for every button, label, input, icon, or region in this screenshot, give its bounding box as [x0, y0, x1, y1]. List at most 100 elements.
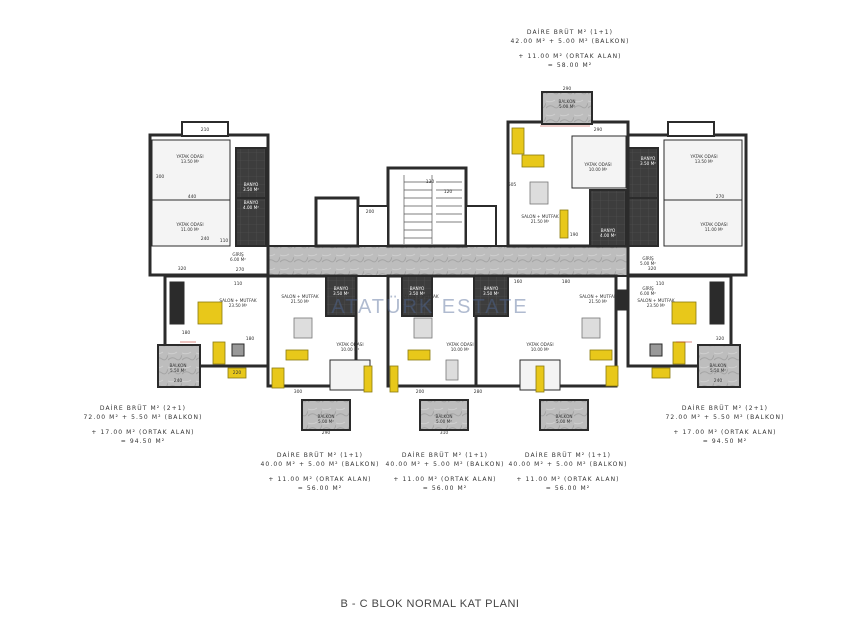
balcony: [539, 399, 589, 431]
dimension: 240: [174, 378, 183, 384]
dimension: 240: [201, 236, 210, 242]
unit-area: 40.00 M² + 5.00 M² (BALKON): [385, 461, 505, 468]
room-area: 5.50 M²: [170, 368, 186, 373]
room-label: BALKON: [435, 414, 452, 419]
room-label: YATAK ODASI: [583, 162, 611, 167]
room-area: 23.50 M²: [229, 303, 248, 308]
room-label: GİRİŞ: [642, 256, 654, 261]
dimension: 270: [236, 267, 245, 273]
plan-title: B - C BLOK NORMAL KAT PLANI: [340, 598, 520, 610]
room-area: 6.00 M²: [640, 291, 656, 296]
dimension: 200: [366, 209, 375, 215]
corridor: [267, 245, 629, 277]
room-area: 3.50 M²: [333, 291, 349, 296]
room-area: 21.50 M²: [531, 219, 550, 224]
shaft-room: [357, 205, 389, 247]
dimension: 120: [444, 189, 453, 195]
balcony: [541, 91, 593, 125]
room-label: YATAK ODASI: [689, 154, 717, 159]
common-area: + 11.00 M² (ORTAK ALAN): [516, 476, 620, 483]
dimension: 320: [716, 336, 725, 342]
room-area: 23.50 M²: [647, 303, 666, 308]
room-area: 5.00 M²: [559, 104, 575, 109]
room-area: 5.00 M²: [436, 419, 452, 424]
common-area: + 17.00 M² (ORTAK ALAN): [673, 429, 777, 436]
room-labels: BALKON 5.00 M² YATAK ODASI 10.00 M² BANY…: [169, 99, 727, 424]
building-core: [267, 166, 629, 277]
room-area: 3.50 M²: [243, 187, 259, 192]
apartment-left: [148, 121, 283, 388]
dimension: 110: [656, 281, 665, 287]
room-label: SALON + MUTFAK: [637, 298, 675, 303]
room-label: BALKON: [317, 414, 334, 419]
dimension: 300: [156, 174, 165, 180]
dimension: 200: [416, 389, 425, 395]
room-label: GİRİŞ: [642, 286, 654, 291]
balcony: [419, 399, 469, 431]
room-area: 5.50 M²: [710, 368, 726, 373]
dimension: 180: [246, 336, 255, 342]
unit-area: 72.00 M² + 5.50 M² (BALKON): [665, 414, 785, 421]
dimension: 130: [426, 179, 435, 185]
shaft-room-2: [465, 205, 497, 247]
dimension: 180: [182, 330, 191, 336]
room-area: 11.00 M²: [705, 227, 724, 232]
room-area: 4.00 M²: [600, 233, 616, 238]
apartment-right: [615, 121, 748, 388]
dimension: 160: [514, 279, 523, 285]
unit-type: DAİRE BRÜT M² (2+1): [681, 405, 769, 412]
room-area: 13.50 M²: [695, 159, 714, 164]
stair-treads: [403, 175, 462, 244]
room-area: 21.50 M²: [589, 299, 608, 304]
unit-area: 42.00 M² + 5.00 M² (BALKON): [510, 38, 630, 45]
room-area: 5.00 M²: [556, 419, 572, 424]
common-area: + 17.00 M² (ORTAK ALAN): [91, 429, 195, 436]
dimension: 110: [220, 238, 229, 244]
dimension: 280: [474, 389, 483, 395]
staircase: [386, 166, 468, 248]
balcony: [157, 344, 201, 388]
area-summary-mid-3: DAİRE BRÜT M² (1+1) 40.00 M² + 5.00 M² (…: [488, 451, 648, 493]
total-area: = 58.00 M²: [547, 62, 593, 69]
unit-type: DAİRE BRÜT M² (1+1): [526, 29, 614, 36]
total-area: = 56.00 M²: [545, 485, 591, 492]
dimension: 300: [294, 389, 303, 395]
area-summary-mid-2: DAİRE BRÜT M² (1+1) 40.00 M² + 5.00 M² (…: [365, 451, 525, 493]
room-label: SALON + MUTFAK: [219, 298, 257, 303]
total-area: = 94.50 M²: [120, 438, 166, 445]
room-area: 4.00 M²: [243, 205, 259, 210]
area-summary-right: DAİRE BRÜT M² (2+1) 72.00 M² + 5.50 M² (…: [640, 404, 810, 446]
room-label: YATAK ODASI: [335, 342, 363, 347]
room-label: BALKON: [558, 99, 575, 104]
dimension: 290: [594, 127, 603, 133]
room-area: 21.50 M²: [411, 299, 430, 304]
common-area: + 11.00 M² (ORTAK ALAN): [393, 476, 497, 483]
room-label: SALON + MUTFAK: [579, 294, 617, 299]
room-label: YATAK ODASI: [175, 222, 203, 227]
room-label: BALKON: [169, 363, 186, 368]
room-label: BANYO: [410, 286, 425, 291]
balcony: [697, 344, 741, 388]
room-area: 3.50 M²: [640, 161, 656, 166]
total-area: = 94.50 M²: [702, 438, 748, 445]
dimension: 110: [234, 281, 243, 287]
apartment-mid-1: [266, 274, 373, 431]
elevator-shaft: [314, 196, 360, 248]
room-label: YATAK ODASI: [175, 154, 203, 159]
dimension: 320: [178, 266, 187, 272]
room-label: BANYO: [334, 286, 349, 291]
common-area: + 11.00 M² (ORTAK ALAN): [268, 476, 372, 483]
dimension: 240: [714, 378, 723, 384]
room-label: BANYO: [484, 286, 499, 291]
dimension-accent-lines: [180, 125, 692, 343]
dimension: 290: [563, 86, 572, 92]
dimension: 320: [648, 266, 657, 272]
room-label: SALON + MUTFAK: [401, 294, 439, 299]
room-area: 11.00 M²: [181, 227, 200, 232]
dimension: 220: [233, 370, 242, 376]
room-area: 6.00 M²: [230, 257, 246, 262]
area-summary-top: DAİRE BRÜT M² (1+1) 42.00 M² + 5.00 M² (…: [480, 28, 660, 70]
room-area: 5.00 M²: [640, 261, 656, 266]
room-label: GİRİŞ: [232, 252, 244, 257]
